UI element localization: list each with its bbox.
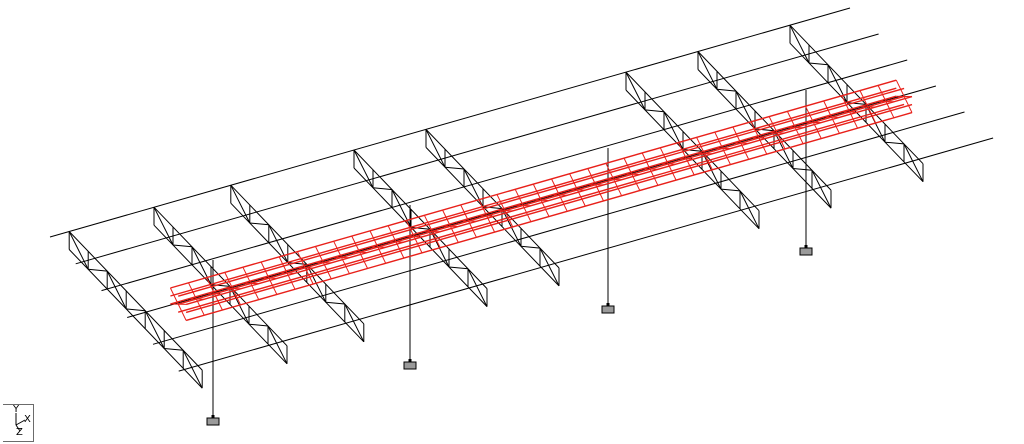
axis-z-label: Z <box>16 427 23 438</box>
truss-diagonal[interactable] <box>625 71 646 111</box>
fixed-support-icon[interactable] <box>403 361 417 370</box>
truss-diagonal[interactable] <box>68 231 89 270</box>
longitudinal-stringer[interactable] <box>178 137 994 372</box>
joint-marker <box>211 415 215 418</box>
truss-diagonal[interactable] <box>467 268 488 307</box>
truss-diagonal[interactable] <box>789 24 810 64</box>
truss-diagonal[interactable] <box>644 109 665 113</box>
truss-diagonal[interactable] <box>191 246 212 285</box>
truss-diagonal[interactable] <box>682 149 703 152</box>
truss-diagonal[interactable] <box>754 128 775 132</box>
truss-diagonal[interactable] <box>448 266 469 270</box>
truss-diagonal[interactable] <box>884 141 905 145</box>
truss-diagonal[interactable] <box>210 284 231 287</box>
truss-top-chord[interactable] <box>230 184 365 325</box>
joint-marker <box>606 303 610 306</box>
truss-top-chord[interactable] <box>153 206 288 347</box>
truss-diagonal[interactable] <box>164 348 184 351</box>
longitudinal-stringer[interactable] <box>101 59 908 292</box>
fixed-support-icon[interactable] <box>206 417 220 426</box>
truss-diagonal[interactable] <box>106 270 127 310</box>
truss-diagonal[interactable] <box>144 310 165 349</box>
truss-diagonal[interactable] <box>249 222 269 226</box>
longitudinal-stringer[interactable] <box>127 85 937 318</box>
selected-beam-chord[interactable] <box>185 95 913 306</box>
selected-beam-chord[interactable] <box>170 87 897 297</box>
axis-y-label: Y <box>13 404 20 415</box>
joint-marker <box>804 245 808 248</box>
selected-beam-chord[interactable] <box>178 87 905 297</box>
truss-diagonal[interactable] <box>720 188 741 192</box>
selected-beam-chord[interactable] <box>185 103 913 314</box>
truss-diagonal[interactable] <box>792 168 813 171</box>
truss-diagonal[interactable] <box>248 323 269 327</box>
truss-diagonal[interactable] <box>182 350 203 389</box>
selected-beam-chord[interactable] <box>178 103 905 313</box>
truss-top-chord[interactable] <box>353 149 488 289</box>
truss-diagonal[interactable] <box>126 308 146 312</box>
truss-diagonal[interactable] <box>88 268 108 272</box>
joint-marker <box>408 359 412 362</box>
fixed-support-icon[interactable] <box>799 247 813 256</box>
truss-top-chord[interactable] <box>68 231 203 371</box>
truss-diagonal[interactable] <box>425 129 446 168</box>
truss-diagonal[interactable] <box>739 190 760 229</box>
truss-top-chord[interactable] <box>697 51 832 191</box>
axis-triad-icon <box>15 413 26 432</box>
truss-diagonal[interactable] <box>267 325 288 365</box>
longitudinal-stringer[interactable] <box>152 111 965 345</box>
truss-diagonal[interactable] <box>539 247 560 287</box>
truss-diagonal[interactable] <box>353 149 374 189</box>
truss-diagonal[interactable] <box>268 224 289 263</box>
truss-diagonal[interactable] <box>344 303 365 343</box>
truss-diagonal[interactable] <box>827 64 848 103</box>
truss-top-chord[interactable] <box>625 71 760 212</box>
truss-top-chord[interactable] <box>789 24 924 165</box>
truss-diagonal[interactable] <box>846 102 867 105</box>
axis-orientation-indicator: Y X Z <box>3 404 34 442</box>
truss-diagonal[interactable] <box>482 206 503 210</box>
truss-diagonal[interactable] <box>716 88 737 92</box>
truss-diagonal[interactable] <box>172 244 193 248</box>
truss-diagonal[interactable] <box>153 206 174 246</box>
truss-diagonal[interactable] <box>372 187 393 191</box>
truss-diagonal[interactable] <box>444 166 465 170</box>
truss-diagonal[interactable] <box>697 51 718 90</box>
longitudinal-stringer[interactable] <box>75 33 879 265</box>
longitudinal-stringer[interactable] <box>49 7 851 238</box>
selected-beam-chord[interactable] <box>185 111 913 322</box>
axis-x-label: X <box>24 414 31 425</box>
truss-diagonal[interactable] <box>230 184 251 224</box>
truss-diagonal[interactable] <box>811 170 832 209</box>
truss-diagonal[interactable] <box>391 189 412 228</box>
truss-diagonal[interactable] <box>520 245 541 249</box>
truss-bottom-chord[interactable] <box>68 249 203 389</box>
truss-diagonal[interactable] <box>808 62 829 66</box>
truss-diagonal[interactable] <box>903 143 924 182</box>
fixed-support-icon[interactable] <box>601 305 615 314</box>
truss-diagonal[interactable] <box>663 111 684 150</box>
truss-diagonal[interactable] <box>325 301 345 305</box>
truss-top-chord[interactable] <box>425 129 560 269</box>
truss-diagonal[interactable] <box>410 226 431 230</box>
